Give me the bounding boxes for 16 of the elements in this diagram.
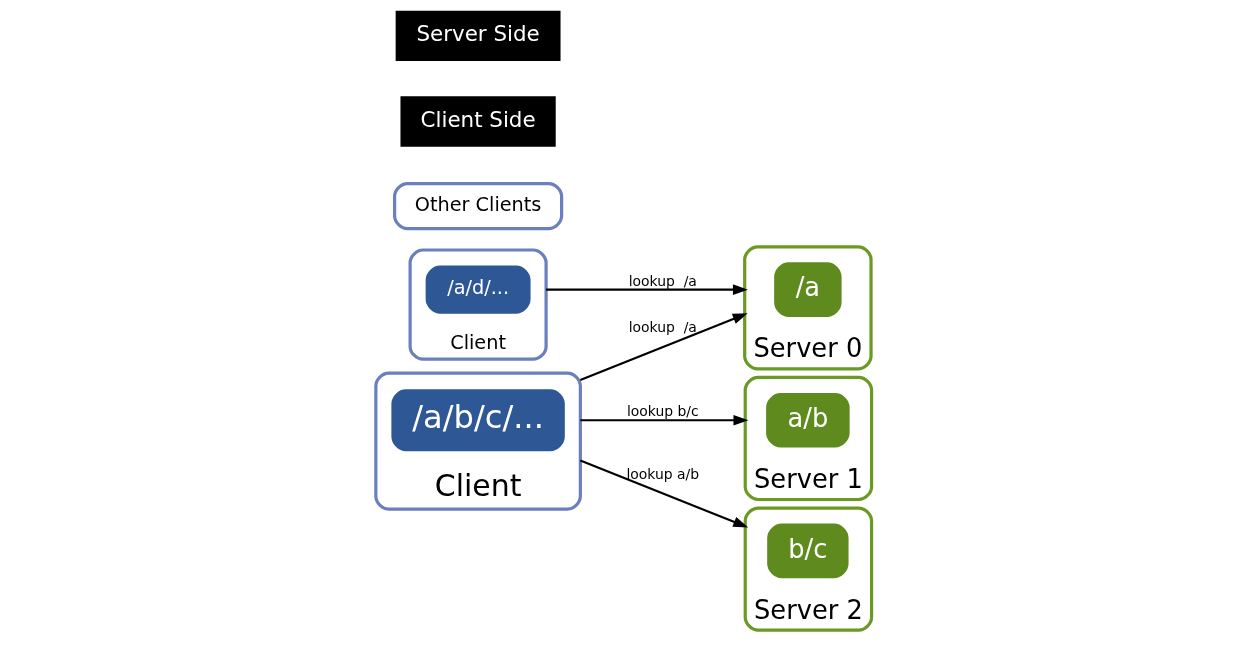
node-box: Client Side <box>399 96 556 147</box>
edge-label: lookup b/c <box>626 403 699 420</box>
edge-label: lookup /a <box>628 318 697 335</box>
edge-label: lookup /a <box>628 272 697 289</box>
edge-label: lookup a/b <box>625 465 699 482</box>
node-box: /a/d/... <box>425 265 531 314</box>
node-box: Server Side <box>395 10 561 62</box>
arrow <box>579 313 748 381</box>
arrow <box>579 459 748 528</box>
arrow <box>545 284 748 295</box>
node-box: Other Clients <box>392 182 563 231</box>
node-box: /a/b/c/... <box>390 389 565 452</box>
node-box: /a <box>773 262 842 317</box>
arrow <box>579 415 748 426</box>
node-box: b/c <box>766 523 849 579</box>
node-box: a/b <box>765 392 850 448</box>
